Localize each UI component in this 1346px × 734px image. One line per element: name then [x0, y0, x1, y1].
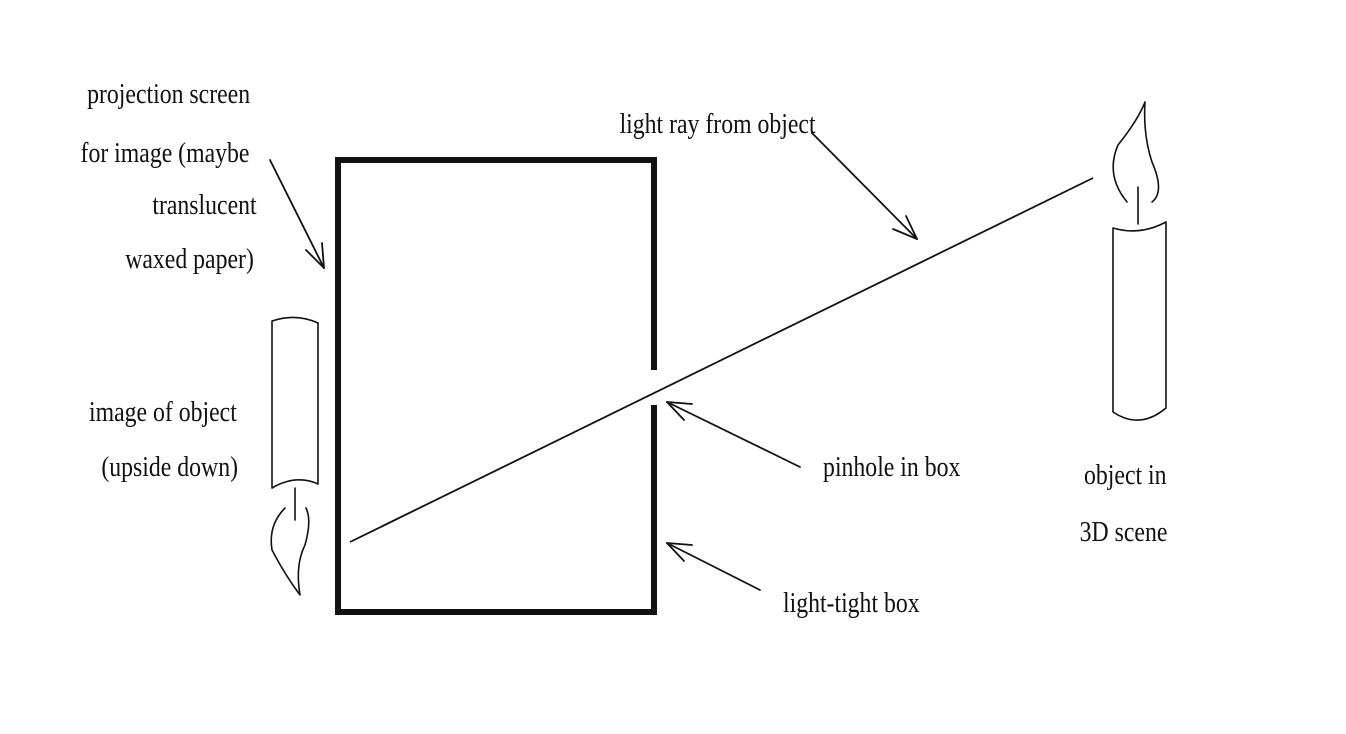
label-projection-screen-line-1: projection screen	[87, 77, 250, 110]
candle-flame	[1112, 101, 1160, 203]
label-object-in-scene-line-2: 3D scene	[1080, 515, 1168, 548]
label-projection-screen-line-3: translucent	[152, 188, 257, 221]
candle-object-icon	[1112, 101, 1167, 421]
light-ray-line	[349, 177, 1094, 543]
candle-body	[1112, 221, 1167, 421]
inverted-candle-image-icon	[270, 316, 319, 596]
label-object-in-scene-line-1: object in	[1084, 458, 1166, 491]
label-projection-screen-line-4: waxed paper)	[125, 242, 254, 275]
arrow-projection-screen	[269, 159, 325, 269]
label-light-tight-box: light-tight box	[783, 586, 920, 619]
label-projection-screen: projection screen for image (maybe trans…	[81, 77, 258, 275]
label-pinhole: pinhole in box	[823, 450, 960, 483]
label-image-of-object-line-1: image of object	[89, 395, 237, 428]
image-candle-flame	[270, 507, 310, 596]
arrow-pinhole	[666, 401, 801, 468]
label-image-of-object: image of object (upside down)	[89, 395, 238, 483]
arrow-light-tight-box	[666, 542, 761, 591]
arrow-light-ray	[811, 132, 918, 240]
label-projection-screen-line-2: for image (maybe	[81, 136, 250, 169]
image-candle-body	[271, 316, 319, 489]
label-light-ray: light ray from object	[620, 107, 817, 140]
light-tight-box	[335, 157, 657, 615]
label-object-in-scene: object in 3D scene	[1080, 458, 1168, 548]
label-image-of-object-line-2: (upside down)	[101, 450, 238, 483]
